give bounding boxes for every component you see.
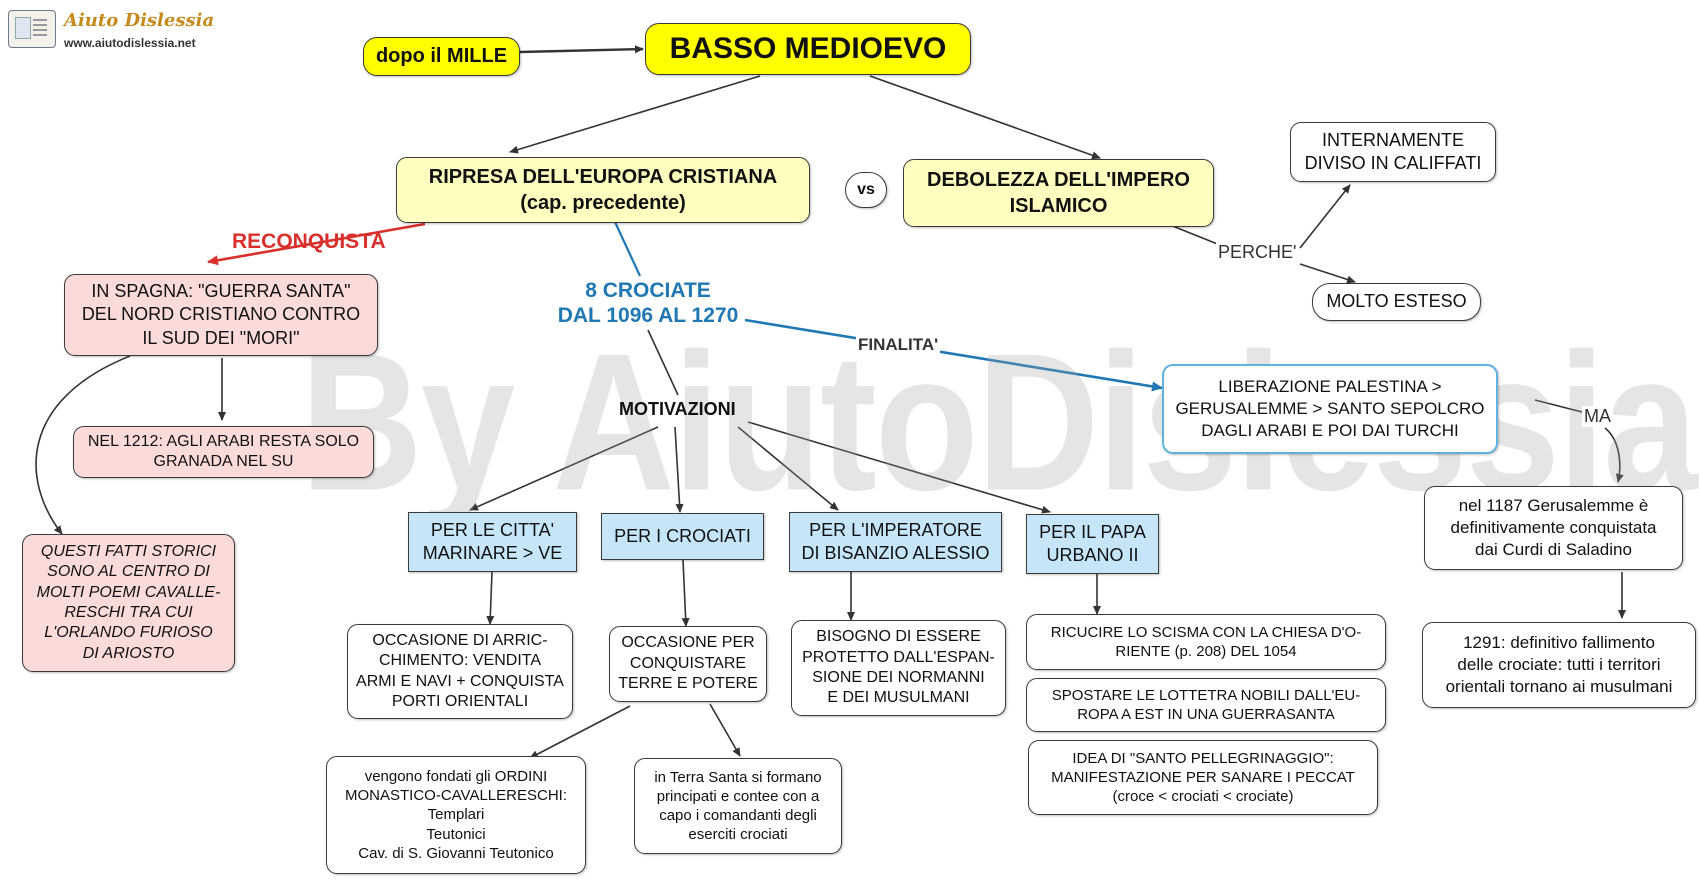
node-spostare-lotte[interactable]: SPOSTARE LE LOTTETRA NOBILI DALL'EU- ROP… (1026, 678, 1386, 732)
logo-title: Aiuto Dislessia (64, 10, 215, 31)
link-dopo-mille-to-basso (519, 45, 644, 54)
node-fatti-storici[interactable]: QUESTI FATTI STORICI SONO AL CENTRO DI M… (22, 534, 235, 672)
link-conquistare-to-ordini (529, 705, 631, 759)
book-icon (8, 10, 56, 48)
logo-url: www.aiutodislessia.net (64, 36, 196, 50)
link-motivazioni-to-imperatore (737, 426, 839, 511)
link-perche-to-internamente (1299, 184, 1351, 249)
link-citta-to-arricchimento (486, 571, 495, 625)
node-terra-santa[interactable]: in Terra Santa si formano principati e c… (634, 758, 842, 854)
label-reconquista: RECONQUISTA (232, 230, 386, 253)
label-perche: PERCHE' (1216, 242, 1299, 263)
node-per-i-crociati[interactable]: PER I CROCIATI (601, 513, 764, 560)
link-crociate-to-motivazioni (647, 329, 679, 396)
node-vs[interactable]: vs (845, 172, 887, 208)
logo[interactable]: Aiuto Dislessia www.aiutodislessia.net (6, 6, 214, 52)
label-finalita: FINALITA' (856, 335, 941, 355)
node-imperatore-bisanzio[interactable]: PER L'IMPERATORE DI BISANZIO ALESSIO (789, 512, 1002, 572)
node-santo-pellegrinaggio[interactable]: IDEA DI "SANTO PELLEGRINAGGIO": MANIFEST… (1028, 740, 1378, 815)
link-conquistare-to-terra-santa (709, 703, 741, 757)
label-8-crociate: 8 CROCIATE DAL 1096 AL 1270 (557, 279, 739, 328)
node-papa-urbano[interactable]: PER IL PAPA URBANO II (1026, 514, 1159, 574)
node-fallimento-crociate[interactable]: 1291: definitivo fallimento delle crocia… (1422, 622, 1696, 708)
node-ripresa-europa-cristiana[interactable]: RIPRESA DELL'EUROPA CRISTIANA (cap. prec… (396, 157, 810, 223)
link-perche-to-molto-esteso (1299, 263, 1356, 284)
node-internamente-diviso[interactable]: INTERNAMENTE DIVISO IN CALIFFATI (1290, 122, 1496, 182)
link-basso-to-debolezza (869, 75, 1101, 160)
node-occasione-arricchimento[interactable]: OCCASIONE DI ARRIC- CHIMENTO: VENDITA AR… (347, 624, 573, 719)
node-occasione-conquistare[interactable]: OCCASIONE PER CONQUISTARE TERRE E POTERE (609, 626, 767, 702)
node-debolezza-impero-islamico[interactable]: DEBOLEZZA DELL'IMPERO ISLAMICO (903, 159, 1214, 227)
link-basso-to-ripresa (509, 75, 761, 154)
label-motivazioni: MOTIVAZIONI (619, 399, 736, 419)
label-ma: MA (1582, 406, 1613, 427)
link-motivazioni-to-papa (747, 421, 1051, 514)
node-ricucire-scisma[interactable]: RICUCIRE LO SCISMA CON LA CHIESA D'O- RI… (1026, 614, 1386, 670)
link-debolezza-to-perche (1169, 224, 1221, 246)
link-liberazione-to-ma (1534, 399, 1583, 413)
node-spagna-guerra-santa[interactable]: IN SPAGNA: "GUERRA SANTA" DEL NORD CRIST… (64, 274, 378, 356)
link-motivazioni-to-crociati (674, 426, 684, 513)
link-ma-to-1187 (1604, 427, 1624, 483)
link-crociate-to-liberazione (744, 318, 1163, 392)
link-motivazioni-to-citta (469, 426, 659, 511)
node-bisogno-protetto[interactable]: BISOGNO DI ESSERE PROTETTO DALL'ESPAN- S… (791, 620, 1006, 716)
node-basso-medioevo[interactable]: BASSO MEDIOEVO (645, 23, 971, 75)
node-dopo-il-mille[interactable]: dopo il MILLE (363, 37, 520, 76)
node-nel-1212[interactable]: NEL 1212: AGLI ARABI RESTA SOLO GRANADA … (73, 426, 374, 478)
link-ripresa-to-crociate (614, 221, 641, 277)
link-crociati-to-conquistare (681, 559, 690, 627)
node-citta-marinare[interactable]: PER LE CITTA' MARINARE > VE (408, 512, 577, 572)
link-ripresa-to-spagna (207, 222, 426, 266)
node-ordini-monastici[interactable]: vengono fondati gli ORDINI MONASTICO-CAV… (326, 756, 586, 874)
link-spagna-to-fatti (35, 355, 131, 535)
node-molto-esteso[interactable]: MOLTO ESTESO (1312, 283, 1481, 321)
node-nel-1187[interactable]: nel 1187 Gerusalemme è definitivamente c… (1424, 486, 1683, 570)
node-liberazione-palestina[interactable]: LIBERAZIONE PALESTINA > GERUSALEMME > SA… (1162, 364, 1498, 454)
